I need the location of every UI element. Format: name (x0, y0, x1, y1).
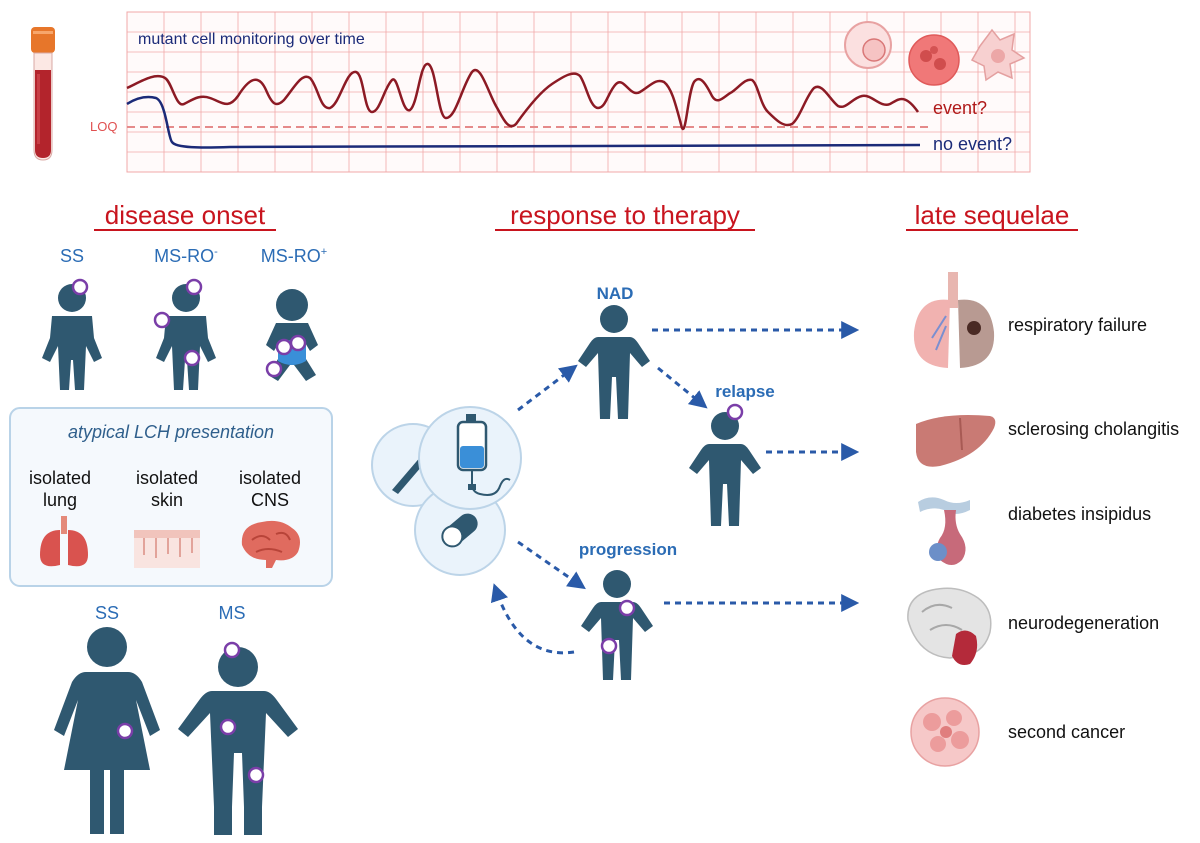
svg-text:CNS: CNS (251, 490, 289, 510)
lung-icon (40, 516, 88, 567)
sequela-label-respiratory-failure: respiratory failure (1008, 315, 1147, 335)
arrow-nad-to-relapse (657, 366, 708, 409)
svg-text:isolated: isolated (136, 468, 198, 488)
monitor-title: mutant cell monitoring over time (138, 31, 365, 48)
adult-male-figure-ms (178, 641, 298, 835)
adult-female-figure-ss (54, 627, 160, 834)
skin-icon (134, 530, 200, 568)
sequela-label-second-cancer: second cancer (1008, 722, 1125, 742)
sequela-label-neurodegeneration: neurodegeneration (1008, 613, 1159, 633)
label-ss-adult: SS (95, 603, 119, 623)
arrow-therapy-to-progression (517, 540, 586, 590)
svg-text:response to therapy: response to therapy (510, 200, 740, 230)
no-event-label: no event? (933, 134, 1012, 154)
svg-text:disease onset: disease onset (105, 200, 266, 230)
monocyte-cell-icon (844, 21, 892, 69)
child-figure-ms-ro-minus (153, 278, 216, 390)
therapy-cluster (371, 406, 522, 576)
lungs-damaged-icon (913, 272, 995, 368)
atypical-lch-panel: atypical LCH presentation isolated lung … (9, 407, 333, 587)
label-relapse: relapse (715, 382, 775, 401)
child-figure-ss (42, 278, 102, 390)
label-ms-adult: MS (219, 603, 246, 623)
no-event-trace (126, 95, 921, 149)
sequela-label-diabetes-insipidus: diabetes insipidus (1008, 504, 1151, 524)
heading-response-to-therapy: response to therapy (495, 200, 755, 231)
svg-text:skin: skin (151, 490, 183, 510)
label-nad: NAD (597, 284, 634, 303)
label-ss-child: SS (60, 246, 84, 266)
dendritic-cell-icon (970, 28, 1026, 82)
brain-section-icon (907, 587, 992, 665)
tumor-icon (910, 697, 980, 767)
label-ms-ro-plus: MS-RO+ (261, 246, 327, 266)
heading-disease-onset: disease onset (94, 200, 276, 231)
blood-tube-icon (31, 27, 55, 161)
person-figure-nad (578, 305, 650, 419)
arrow-progression-to-therapy (490, 583, 575, 655)
liver-icon (916, 415, 996, 467)
svg-text:isolated: isolated (29, 468, 91, 488)
person-figure-progression (581, 570, 653, 680)
iv-bag-icon (418, 406, 522, 510)
event-label: event? (933, 98, 987, 118)
svg-text:lung: lung (43, 490, 77, 510)
label-progression: progression (579, 540, 677, 559)
neutrophil-cell-icon (908, 34, 960, 86)
baby-figure-ms-ro-plus (265, 289, 318, 381)
loq-label: LOQ (90, 119, 117, 134)
svg-text:isolated: isolated (239, 468, 301, 488)
person-figure-relapse (689, 403, 761, 526)
heading-late-sequelae: late sequelae (906, 200, 1078, 231)
arrow-therapy-to-nad (517, 364, 578, 412)
atypical-title: atypical LCH presentation (68, 422, 274, 442)
svg-text:late sequelae: late sequelae (915, 200, 1070, 230)
pituitary-icon (918, 497, 970, 565)
label-ms-ro-minus: MS-RO- (154, 246, 218, 266)
sequela-label-sclerosing-cholangitis: sclerosing cholangitis (1008, 419, 1179, 439)
event-trace (126, 62, 920, 131)
brain-icon (241, 520, 300, 568)
monitor-chart: LOQ mutant cell monitoring over time eve… (90, 11, 1031, 173)
